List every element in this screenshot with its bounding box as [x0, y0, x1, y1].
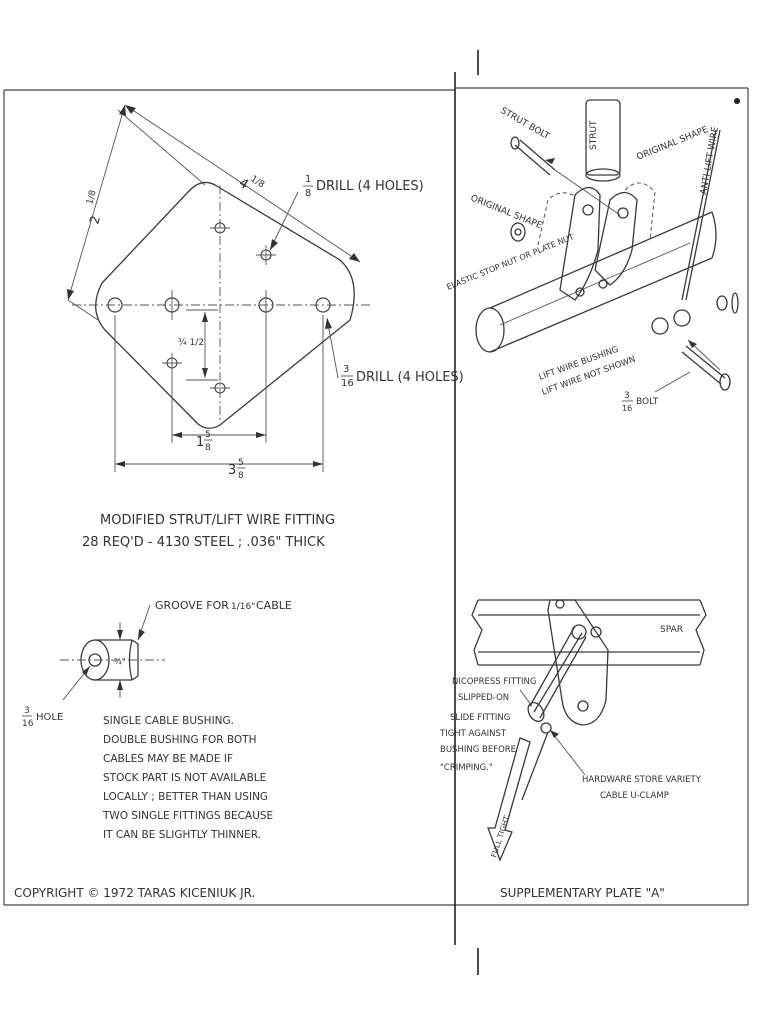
copyright: COPYRIGHT © 1972 TARAS KICENIUK JR. — [14, 886, 255, 900]
svg-text:SLIPPED-ON: SLIPPED-ON — [458, 693, 509, 703]
svg-text:"CRIMPING.": "CRIMPING." — [440, 763, 493, 773]
bolt-den: 16 — [622, 404, 632, 413]
groove-label: GROOVE FOR — [155, 599, 229, 612]
dim-height-whole: 2 — [87, 214, 104, 226]
hole-den: 16 — [22, 719, 34, 729]
label-eighth-drill-den: 8 — [305, 188, 311, 199]
dim-bottom-outer-num: 5 — [238, 458, 244, 468]
strut-label: STRUT — [589, 120, 599, 150]
dim-width-whole: 4 — [236, 176, 251, 193]
original-shape-left: ORIGINAL SHAPE — [469, 194, 544, 232]
note-line: IT CAN BE SLIGHTLY THINNER. — [103, 829, 261, 841]
svg-text:NICOPRESS FITTING: NICOPRESS FITTING — [452, 677, 536, 687]
u-clamp-line: HARDWARE STORE VARIETY — [582, 775, 702, 785]
fitting-title-line2: 28 REQ'D - 4130 STEEL ; .036" THICK — [82, 535, 325, 550]
dim-inner-small: ¾ 1/2 — [178, 338, 204, 348]
cable-bushing-drawing: ¾" — [60, 604, 165, 701]
spar-cable-drawing — [471, 599, 707, 862]
original-shape-right: ORIGINAL SHAPE — [635, 125, 710, 163]
svg-text:SLIDE FITTING: SLIDE FITTING — [450, 713, 510, 723]
spar-label: SPAR — [660, 625, 683, 635]
bolt-label: BOLT — [636, 397, 659, 407]
fitting-plate-drawing: 4 1/8 2 1/8 1 8 DRILL (4 HOLES) 3 16 DRI… — [67, 104, 464, 481]
label-3-16-den: 16 — [341, 378, 354, 389]
label-eighth-drill: DRILL (4 HOLES) — [316, 179, 424, 194]
label-3-16-drill: DRILL (4 HOLES) — [356, 370, 464, 385]
svg-text:BUSHING BEFORE: BUSHING BEFORE — [440, 745, 516, 755]
plate-caption: SUPPLEMENTARY PLATE "A" — [500, 886, 665, 900]
elastic-stop-nut-label: ELASTIC STOP NUT OR PLATE NUT — [445, 232, 575, 292]
page-frame — [3, 50, 749, 975]
u-clamp-line: CABLE U-CLAMP — [600, 791, 669, 801]
dim-bottom-inner-num: 5 — [205, 430, 211, 440]
label-eighth-drill-num: 1 — [305, 174, 311, 185]
hole-num: 3 — [24, 706, 30, 716]
dim-bottom-outer-den: 8 — [238, 471, 244, 481]
dim-bottom-inner-den: 8 — [205, 443, 211, 453]
note-line: TWO SINGLE FITTINGS BECAUSE — [102, 810, 273, 822]
bushing-dim: ¾" — [114, 657, 125, 666]
note-line: LOCALLY ; BETTER THAN USING — [103, 791, 268, 803]
full-tight-label: FULL TIGHT — [489, 814, 511, 858]
dim-bottom-outer-whole: 3 — [228, 463, 236, 478]
strut-bolt-label: STRUT BOLT — [499, 106, 552, 142]
bolt-num: 3 — [624, 391, 630, 401]
fitting-title-line1: MODIFIED STRUT/LIFT WIRE FITTING — [100, 513, 335, 528]
groove-cable: CABLE — [256, 599, 292, 612]
strut-fitting-assembly-drawing: STRUT — [475, 99, 739, 393]
note-line: CABLES MAY BE MADE IF — [103, 753, 233, 765]
bushing-note: SINGLE CABLE BUSHING. DOUBLE BUSHING FOR… — [102, 715, 273, 841]
note-line: DOUBLE BUSHING FOR BOTH — [103, 734, 256, 746]
label-3-16-num: 3 — [343, 364, 349, 375]
note-line: STOCK PART IS NOT AVAILABLE — [103, 772, 266, 784]
groove-frac: 1/16" — [231, 602, 255, 612]
dim-height-frac: 1/8 — [85, 189, 98, 206]
registration-dot — [734, 98, 740, 104]
note-line: SINGLE CABLE BUSHING. — [103, 715, 234, 727]
dim-width-frac: 1/8 — [248, 174, 266, 190]
dim-bottom-inner-whole: 1 — [196, 435, 204, 450]
hole-text: HOLE — [36, 712, 63, 723]
hole-small — [166, 222, 272, 394]
svg-text:TIGHT AGAINST: TIGHT AGAINST — [439, 729, 507, 739]
nicopress-note: NICOPRESS FITTING SLIPPED-ON SLIDE FITTI… — [439, 677, 536, 773]
